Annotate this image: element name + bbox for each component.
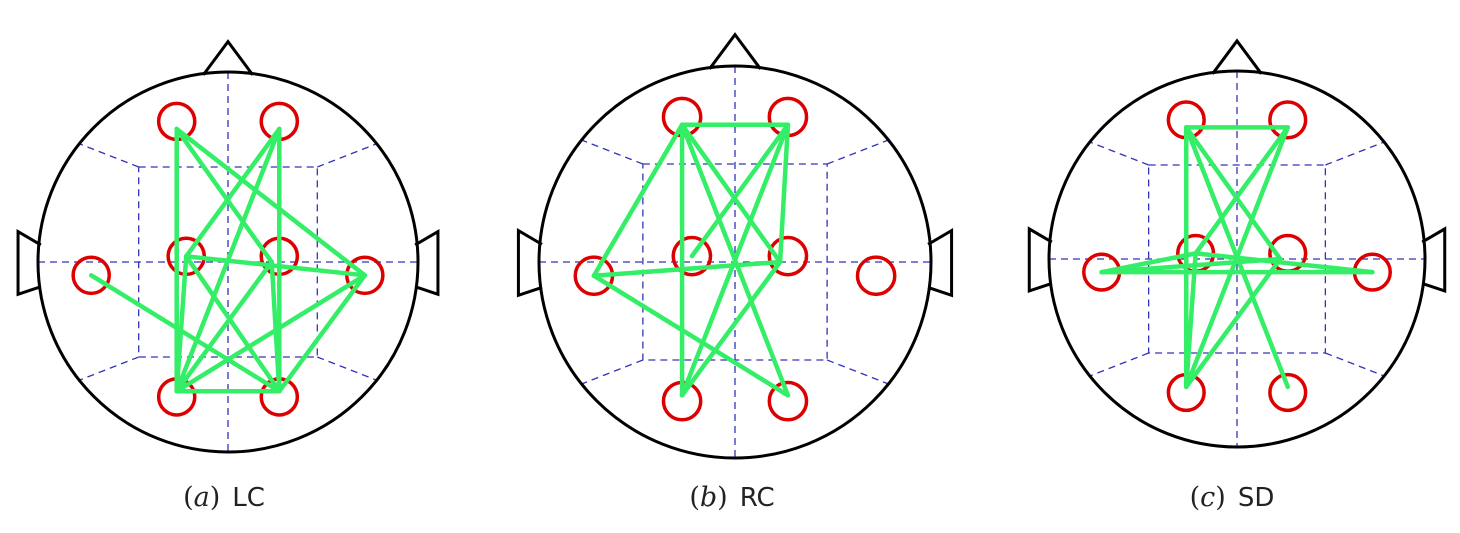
connection-fp1-c4 — [679, 122, 783, 265]
connection-fp2-c3 — [183, 126, 282, 259]
connection-f7-c3 — [1099, 251, 1198, 275]
electrode-group — [573, 96, 897, 422]
connection-fp1-c4 — [174, 126, 274, 265]
caption-lc: (a)LC — [183, 482, 265, 513]
connection-f7-c4 — [591, 259, 783, 278]
electrode-fp2 — [1268, 100, 1308, 140]
left-ear — [16, 228, 42, 297]
connection-c4-o1 — [174, 259, 274, 394]
electrode-o2 — [767, 380, 809, 422]
caption-name: RC — [740, 483, 775, 513]
connection-c3-o2 — [183, 254, 282, 394]
electrode-f7 — [71, 255, 111, 296]
caption-letter: a — [194, 482, 210, 513]
right-ear — [1421, 226, 1447, 294]
guide-diagonal-3 — [1089, 352, 1149, 377]
connection-group — [591, 122, 791, 398]
guide-diagonal-3 — [79, 356, 139, 381]
connection-fp2-c4 — [777, 122, 791, 265]
connection-c3-f8 — [183, 254, 368, 278]
left-ear — [1027, 226, 1053, 294]
caption-name: SD — [1238, 483, 1275, 513]
nose — [708, 32, 762, 70]
guide-diagonal-1 — [826, 139, 889, 165]
guide-diagonal-3 — [581, 359, 644, 385]
connection-c3-f8 — [1193, 251, 1375, 275]
connection-f7-o2 — [88, 273, 282, 394]
caption-letter: c — [1200, 482, 1215, 513]
panel-lc — [16, 39, 440, 454]
connection-c4-o1 — [679, 259, 783, 398]
left-ear — [516, 228, 543, 298]
connection-o1-f8 — [174, 273, 368, 394]
connection-group — [88, 126, 368, 394]
guide-diagonal-1 — [1325, 141, 1385, 166]
electrode-c3 — [671, 235, 713, 277]
guide-diagonal-2 — [317, 356, 377, 381]
caption-sd: (c)SD — [1190, 482, 1275, 513]
panel-sd — [1027, 38, 1447, 449]
connection-f7-o2 — [591, 273, 791, 398]
head-outline — [537, 64, 933, 460]
connection-c4-o1 — [1183, 256, 1283, 390]
guide-diagonal-0 — [79, 143, 139, 168]
caption-letter: b — [700, 482, 717, 513]
guide-diagonal-0 — [1089, 141, 1149, 166]
electrode-c4 — [767, 235, 809, 277]
nose — [202, 39, 254, 76]
connection-c3-o1 — [1183, 251, 1198, 390]
guide-diagonal-1 — [317, 143, 377, 168]
guide-diagonal-0 — [581, 139, 644, 165]
head-outline — [1047, 69, 1427, 449]
guide-diagonal-2 — [826, 359, 889, 385]
connection-fp2-c3 — [1193, 125, 1291, 256]
caption-rc: (b)RC — [689, 482, 774, 513]
panel-rc — [516, 32, 954, 460]
connection-group — [1099, 125, 1375, 390]
connection-fp1-c4 — [1183, 125, 1283, 262]
connection-c3-o1 — [174, 254, 189, 394]
right-ear — [414, 228, 440, 297]
guide-diagonal-2 — [1325, 352, 1385, 377]
electrode-f8 — [855, 255, 897, 297]
nose — [1211, 38, 1263, 75]
electrode-o2 — [1268, 372, 1308, 413]
connection-fp1-f7 — [591, 122, 685, 278]
right-ear — [927, 228, 954, 298]
head-outline — [36, 70, 420, 454]
caption-name: LC — [232, 483, 265, 513]
connection-fp2-o1 — [679, 122, 791, 398]
connection-o2-f8 — [277, 273, 368, 394]
connection-c4-o2 — [269, 259, 282, 394]
connection-fp2-c3 — [689, 122, 791, 259]
connection-fp1-f8 — [174, 126, 368, 278]
